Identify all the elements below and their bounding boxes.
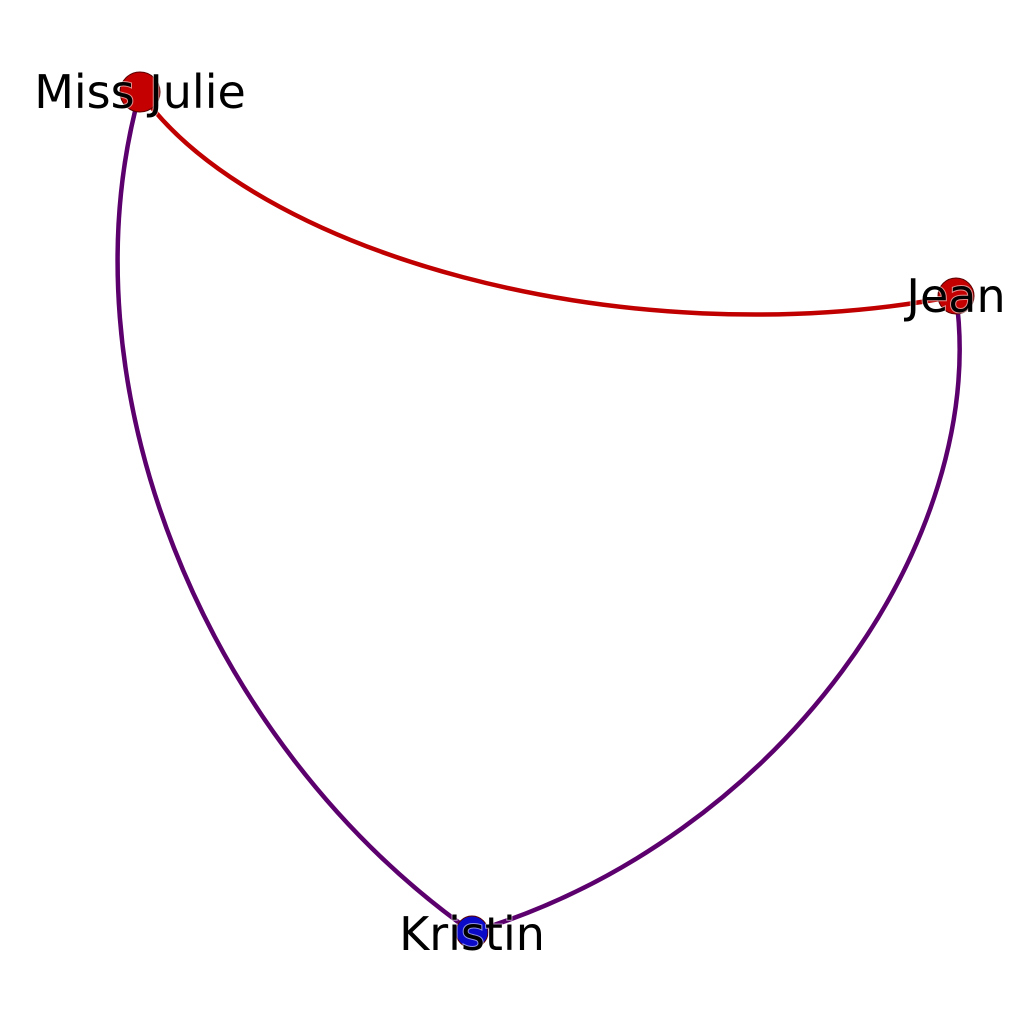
node-jean[interactable]: Jean <box>902 268 1006 324</box>
node-dot <box>119 71 161 113</box>
node-dot <box>455 915 489 949</box>
edge-jean-kristin <box>469 293 962 935</box>
edge-miss-julie-kristin <box>115 89 475 935</box>
node-dot <box>937 277 975 315</box>
node-label: Miss Julie <box>34 65 246 119</box>
edge-miss-julie-jean <box>137 89 959 317</box>
node-label: Jean <box>903 269 1005 323</box>
node-kristin[interactable]: Kristin <box>398 906 546 962</box>
node-label: Kristin <box>399 907 545 961</box>
node-miss-julie[interactable]: Miss Julie <box>33 64 247 120</box>
